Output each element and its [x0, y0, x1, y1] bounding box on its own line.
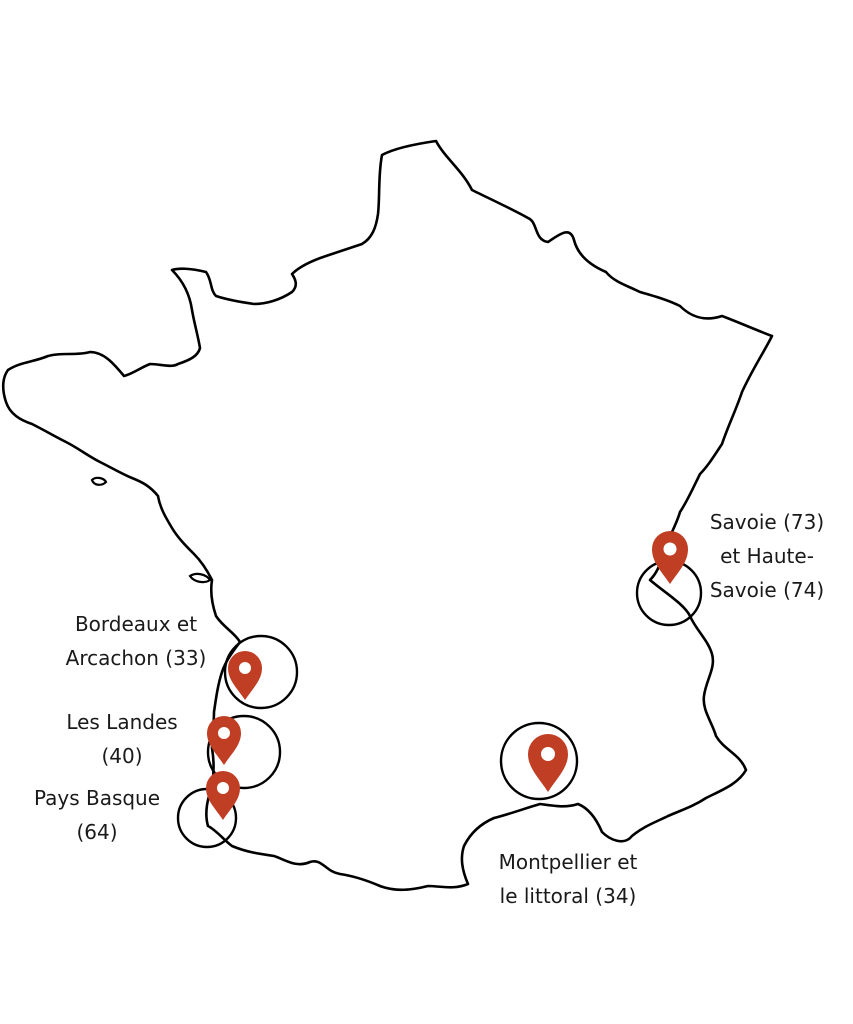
label-line: le littoral (34): [499, 884, 637, 908]
label-line: (64): [76, 820, 118, 844]
label-line: Les Landes: [66, 710, 178, 734]
circle-landes: [206, 714, 282, 790]
label-line: (40): [101, 744, 143, 768]
pin-icon-pays-basque[interactable]: [206, 771, 240, 820]
label-line: Arcachon (33): [65, 646, 207, 670]
label-landes: Les Landes (40): [40, 705, 204, 773]
label-savoie: Savoie (73) et Haute- Savoie (74): [694, 505, 840, 607]
france-outline: [1, 139, 774, 892]
pin-icon-montpellier[interactable]: [528, 734, 568, 792]
circle-bordeaux: [223, 634, 299, 710]
label-pays-basque: Pays Basque (64): [14, 781, 180, 849]
label-bordeaux: Bordeaux et Arcachon (33): [36, 607, 236, 675]
label-line: Pays Basque: [33, 786, 161, 810]
label-line: Montpellier et: [498, 850, 638, 874]
pin-icon-landes[interactable]: [207, 716, 241, 765]
label-line: Savoie (73): [709, 510, 825, 534]
label-line: et Haute-: [720, 544, 814, 568]
island-2: [188, 572, 212, 584]
circle-montpellier: [499, 721, 579, 801]
label-montpellier: Montpellier et le littoral (34): [470, 845, 666, 913]
pin-icon-savoie[interactable]: [652, 531, 688, 584]
label-line: Bordeaux et: [74, 612, 198, 636]
label-line: Savoie (74): [709, 578, 825, 602]
island: [90, 476, 108, 486]
pin-icon-bordeaux[interactable]: [228, 651, 262, 700]
